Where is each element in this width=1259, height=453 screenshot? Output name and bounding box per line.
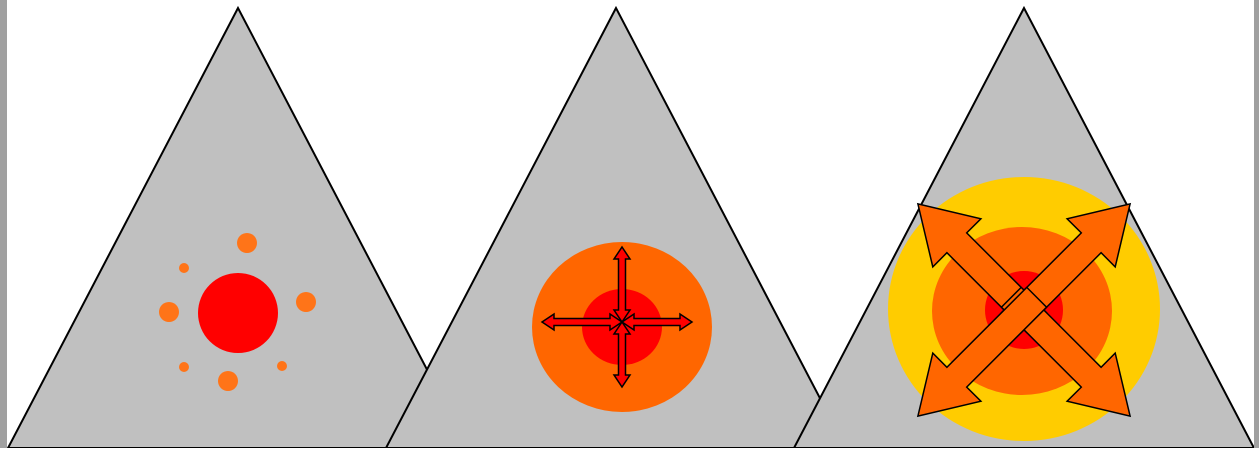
droplet <box>237 233 257 253</box>
panel-spreading <box>888 177 1160 441</box>
droplet <box>277 361 287 371</box>
right-border <box>1254 0 1259 448</box>
core-circle <box>198 273 278 353</box>
droplet <box>159 302 179 322</box>
droplet <box>179 362 189 372</box>
droplet <box>218 371 238 391</box>
panel-expanding <box>532 242 712 412</box>
droplet <box>179 263 189 273</box>
left-border <box>0 0 7 448</box>
droplet <box>296 292 316 312</box>
